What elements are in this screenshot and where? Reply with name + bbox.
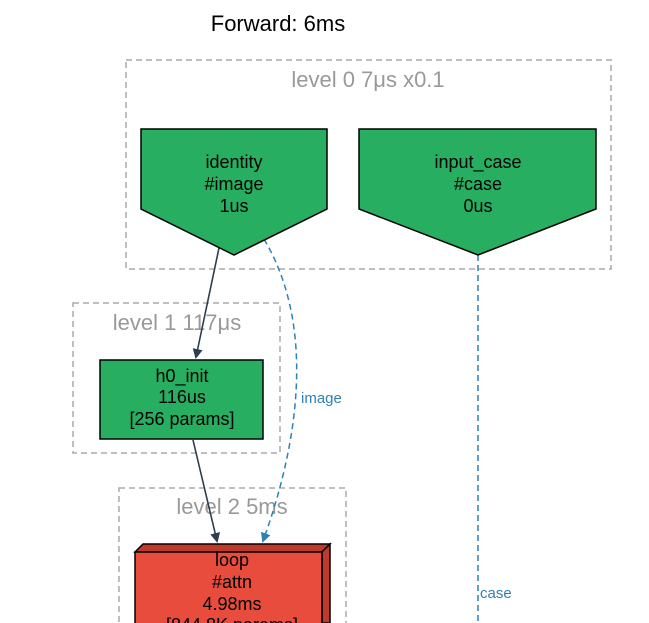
edge-identity-to-loop-image: image — [261, 238, 342, 543]
node-identity-name: identity — [205, 152, 262, 172]
node-h0-init-params: [256 params] — [129, 409, 234, 429]
cluster-level-2: level 2 5ms — [118, 487, 347, 623]
node-loop-params: [844.8K params] — [166, 615, 298, 623]
node-input-case[interactable]: input_case #case 0us — [358, 128, 597, 256]
cluster-level-0-label: level 0 7μs x0.1 — [291, 67, 444, 92]
node-loop[interactable]: loop #attn 4.98ms [844.8K params] — [133, 542, 332, 623]
node-loop-name: loop — [215, 550, 249, 570]
edge-image-label: image — [301, 390, 342, 407]
node-identity-input: #image — [204, 174, 263, 194]
node-h0-init-name: h0_init — [155, 366, 208, 387]
node-h0-init-time: 116us — [158, 387, 206, 407]
edge-input-case-down: case — [477, 255, 512, 623]
edge-identity-to-h0-init — [192, 247, 220, 359]
node-identity[interactable]: identity #image 1us — [140, 128, 328, 256]
cluster-level-0: level 0 7μs x0.1 — [125, 59, 612, 270]
node-input-case-time: 0us — [463, 196, 492, 216]
node-input-case-input: #case — [454, 174, 502, 194]
edge-case-label: case — [480, 585, 512, 602]
graph-title: Forward: 6ms — [211, 11, 345, 36]
node-loop-time: 4.98ms — [202, 594, 261, 614]
cluster-level-1-label: level 1 117μs — [113, 310, 241, 335]
node-loop-input: #attn — [212, 572, 252, 592]
edge-h0-init-to-loop — [192, 439, 221, 543]
node-identity-time: 1us — [219, 196, 248, 216]
cluster-level-2-label: level 2 5ms — [176, 494, 287, 519]
node-input-case-name: input_case — [434, 152, 521, 173]
node-h0-init[interactable]: h0_init 116us [256 params] — [99, 359, 264, 440]
cluster-level-1: level 1 117μs — [72, 302, 281, 454]
